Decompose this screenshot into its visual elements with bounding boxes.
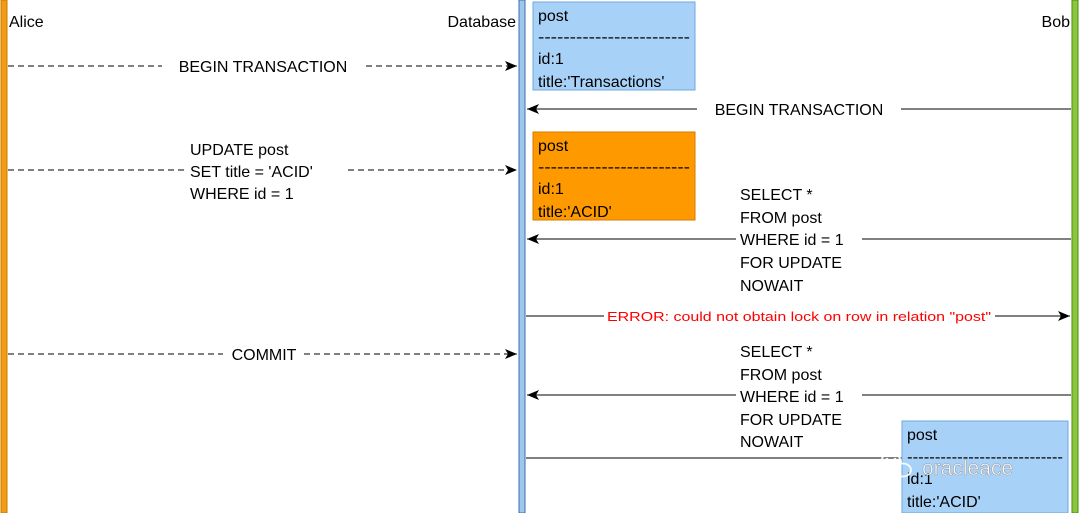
note-separator: ------------------------ (538, 159, 690, 176)
message-label-line: SELECT * (740, 187, 813, 204)
note-title: title:'ACID' (538, 204, 612, 221)
message-label-line: WHERE id = 1 (740, 232, 844, 249)
note-title: title:'Transactions' (538, 74, 664, 91)
note-after-update: post ------------------------ id:1 title… (532, 131, 696, 221)
message-alice-commit: COMMIT (8, 347, 517, 364)
message-label-line: NOWAIT (740, 278, 804, 295)
watermark-text: oracleace (922, 457, 1013, 480)
note-separator: ------------------------ (538, 29, 690, 46)
bob-lifeline (1071, 0, 1079, 513)
message-alice-update: UPDATE post SET title = 'ACID' WHERE id … (8, 142, 517, 203)
message-error: ERROR: could not obtain lock on row in r… (526, 309, 1070, 324)
watermark: oracleace (880, 453, 1013, 480)
message-label-line: FROM post (740, 210, 822, 227)
message-alice-begin: BEGIN TRANSACTION (8, 59, 517, 76)
message-label-line: WHERE id = 1 (190, 186, 294, 203)
message-label-line: SET title = 'ACID' (190, 164, 313, 181)
message-label-line: SELECT * (740, 344, 813, 361)
message-bob-select-2: SELECT * FROM post WHERE id = 1 FOR UPDA… (527, 344, 1071, 451)
note-id: id:1 (538, 51, 564, 68)
note-id: id:1 (907, 471, 933, 488)
message-bob-begin: BEGIN TRANSACTION (527, 102, 1071, 119)
alice-label: Alice (9, 14, 44, 31)
note-table-name: post (538, 138, 569, 155)
note-id: id:1 (538, 181, 564, 198)
alice-lifeline (0, 0, 8, 513)
message-label: BEGIN TRANSACTION (715, 102, 884, 119)
database-lifeline (518, 0, 526, 513)
note-table-name: post (538, 8, 569, 25)
note-initial-row: post ------------------------ id:1 title… (532, 1, 696, 91)
note-table-name: post (907, 427, 938, 444)
database-label: Database (448, 14, 517, 31)
wechat-icon (880, 453, 912, 478)
error-message: ERROR: could not obtain lock on row in r… (607, 309, 991, 324)
message-label-line: FROM post (740, 367, 822, 384)
message-label-line: FOR UPDATE (740, 255, 842, 272)
message-label-line: FOR UPDATE (740, 412, 842, 429)
message-label: COMMIT (232, 347, 297, 364)
message-label-line: WHERE id = 1 (740, 389, 844, 406)
message-label-line: UPDATE post (190, 142, 289, 159)
note-separator: ---------------------------- (907, 449, 1063, 466)
message-bob-select-1: SELECT * FROM post WHERE id = 1 FOR UPDA… (527, 187, 1071, 295)
message-label-line: NOWAIT (740, 434, 804, 451)
bob-label: Bob (1042, 14, 1071, 31)
message-label: BEGIN TRANSACTION (179, 59, 348, 76)
note-after-commit: post ---------------------------- id:1 t… (901, 420, 1069, 513)
note-title: title:'ACID' (907, 494, 981, 511)
